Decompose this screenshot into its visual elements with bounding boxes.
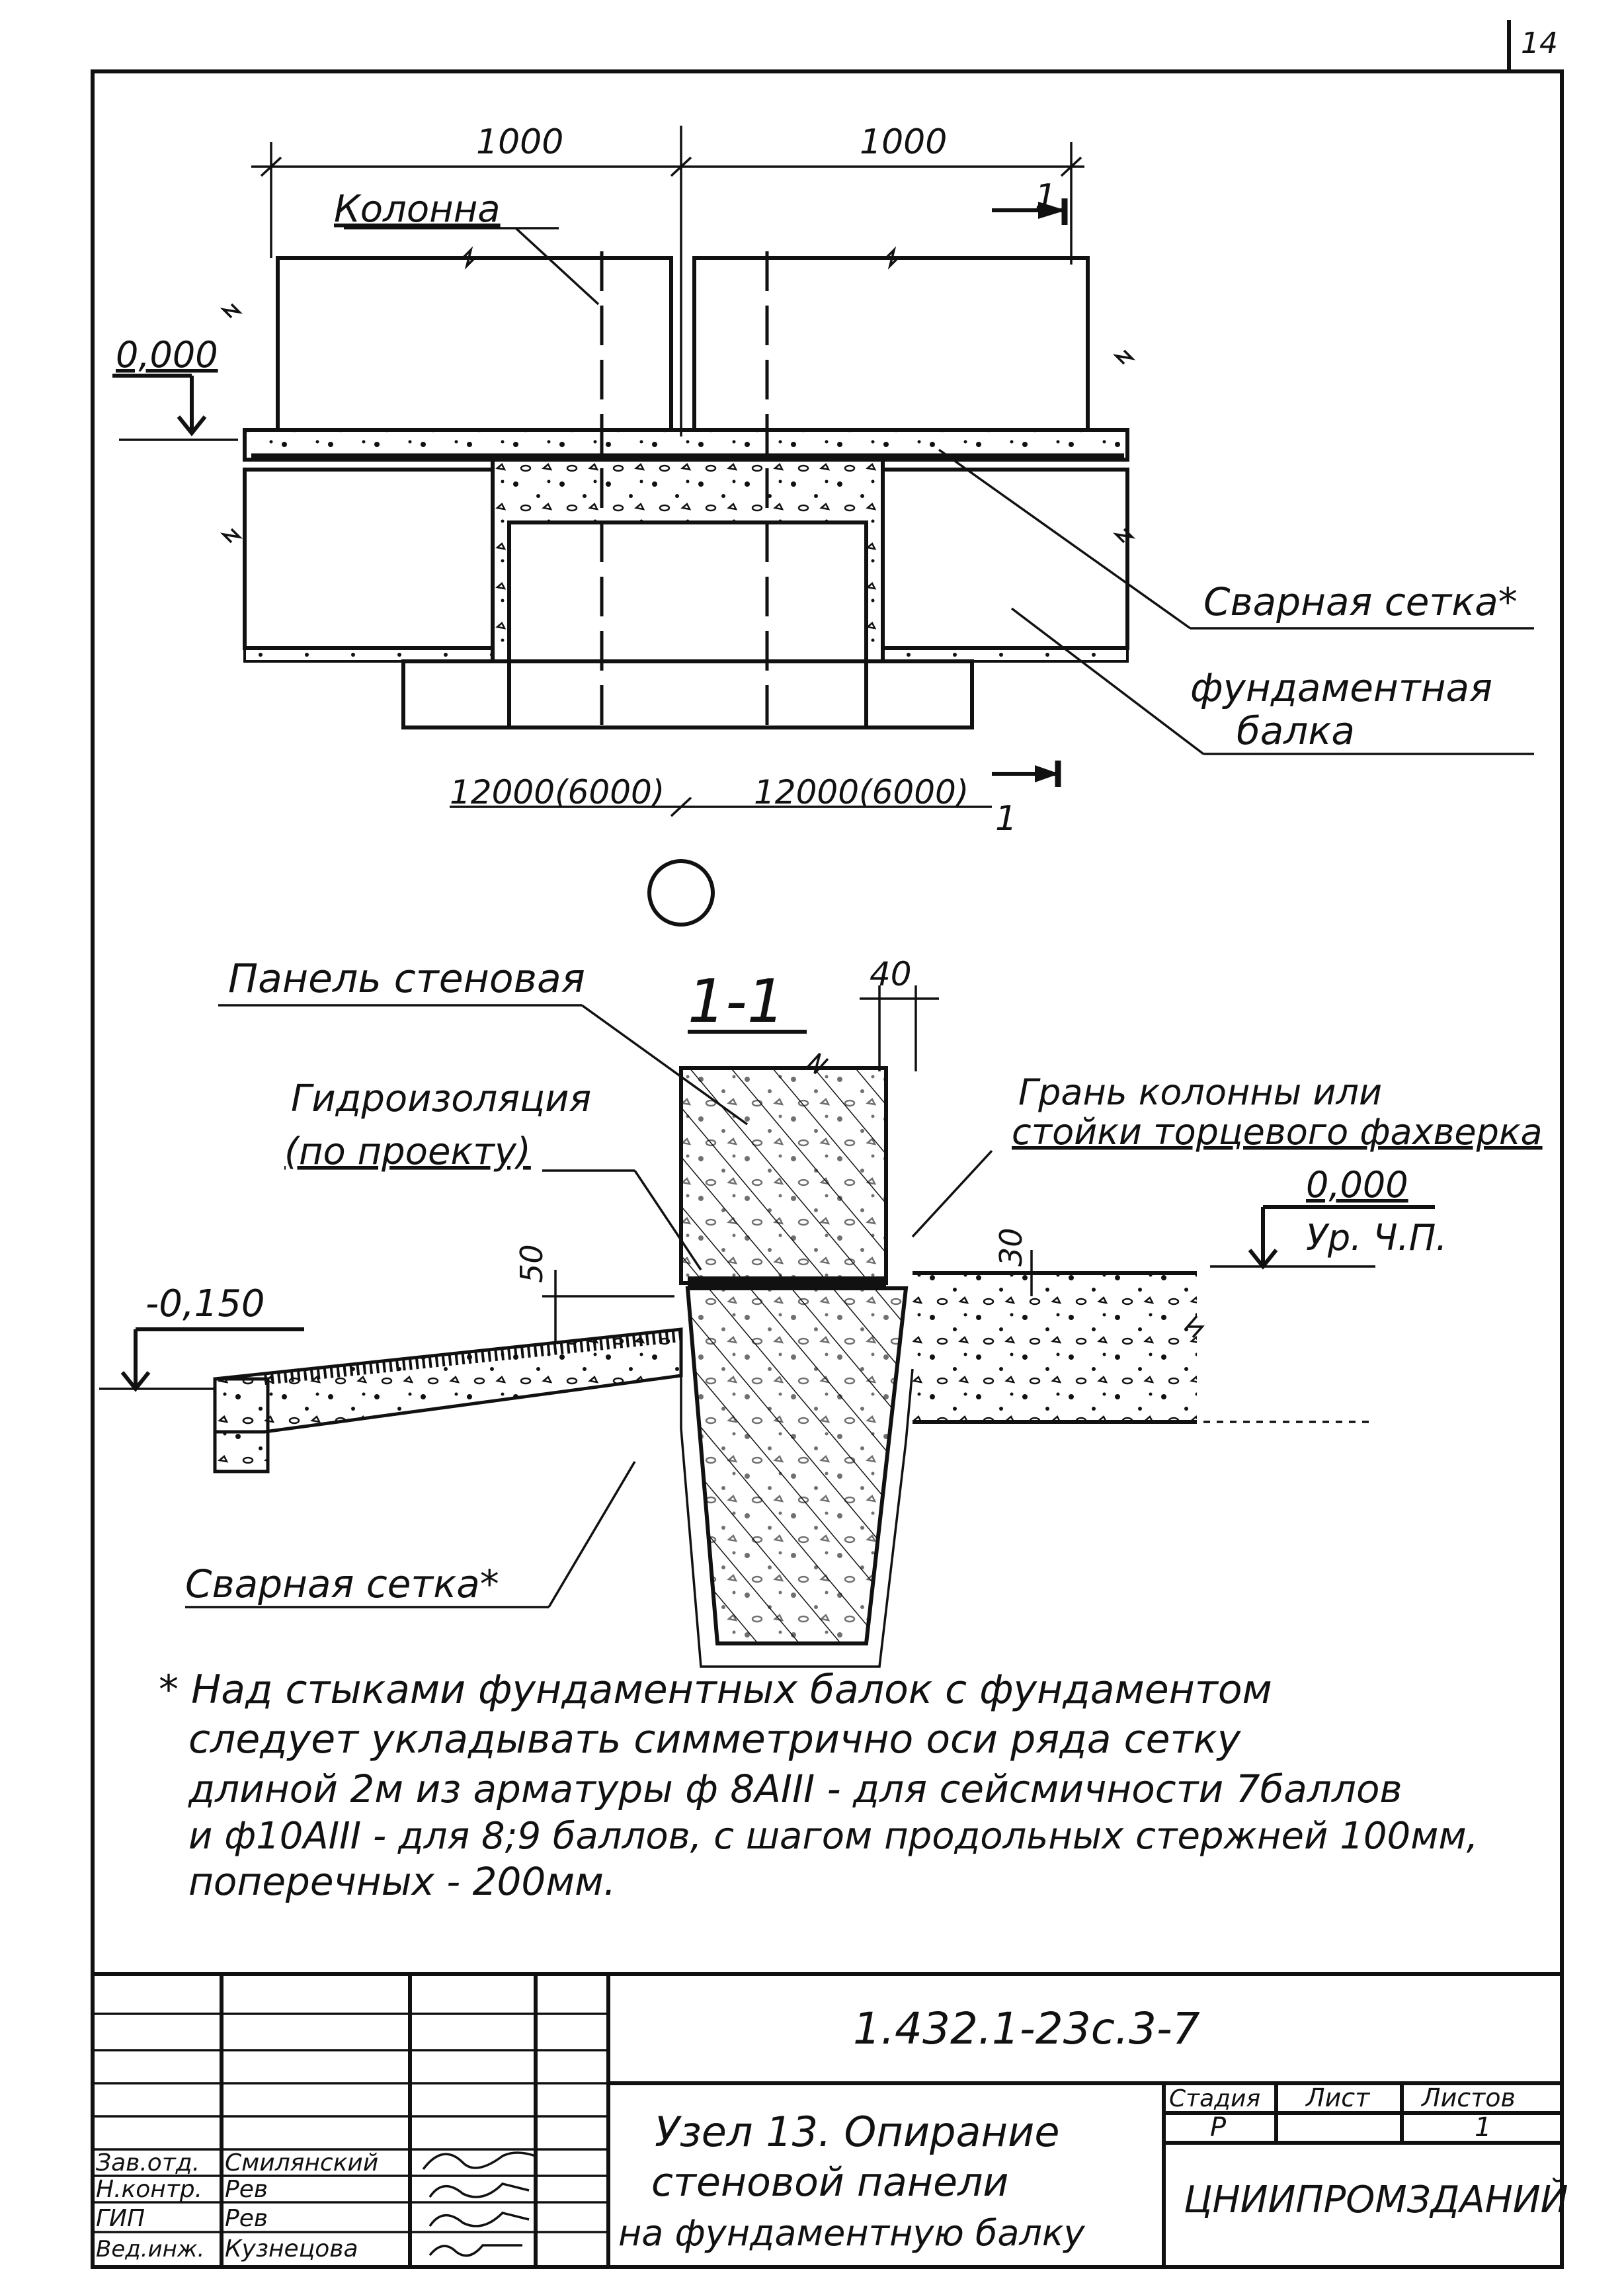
foundation-beam-left: [243, 468, 495, 650]
sig-role-4: Вед.инж.: [96, 2236, 204, 2262]
signature-1: [422, 2151, 536, 2171]
note-block: * Над стыками фундаментных балок с фунда…: [159, 1667, 1478, 1904]
axis-bubble: [647, 859, 715, 927]
foundation-beam-label-1: фундаментная: [1190, 665, 1492, 710]
signature-3: [428, 2212, 530, 2227]
note-line-3: длиной 2м из арматуры ф 8АIII - для сейс…: [188, 1766, 1402, 1811]
column-label: Колонна: [334, 188, 501, 231]
column-base: [507, 520, 868, 729]
title-line-1: Узел 13. Опирание: [655, 2108, 1060, 2156]
plan-view: 1000 1000 1 Колонна 0,000: [112, 122, 1534, 927]
excavation: [680, 1368, 914, 1668]
curb-stone: [213, 1377, 270, 1473]
plan-level-zero: 0,000: [116, 334, 218, 376]
sheets-value: 1: [1475, 2112, 1491, 2143]
head-stage: Стадия: [1169, 2085, 1260, 2112]
section-level-zero: 0,000: [1306, 1164, 1408, 1206]
dim-left-1000: 1000: [476, 122, 563, 162]
page-number: 14: [1521, 26, 1558, 60]
dim-30: 30: [993, 1227, 1029, 1266]
note-line-5: поперечных - 200мм.: [188, 1859, 616, 1904]
sig-role-2: Н.контр.: [96, 2176, 202, 2203]
organization: ЦНИИПРОМЗДАНИЙ: [1184, 2178, 1568, 2221]
level-minus: -0,150: [145, 1282, 265, 1325]
waterproofing-label-1: Гидроизоляция: [291, 1077, 591, 1120]
note-line-4: и ф10АIII - для 8;9 баллов, с шагом прод…: [188, 1815, 1478, 1858]
dim-right-1000: 1000: [860, 122, 947, 162]
foundation-beam-label-2: балка: [1237, 708, 1355, 753]
dim-50: 50: [514, 1244, 549, 1283]
head-sheets: Листов: [1420, 2083, 1516, 2112]
sig-name-1: Смилянский: [225, 2149, 378, 2177]
section-welded-mesh-label: Сварная сетка*: [185, 1561, 499, 1606]
wall-panel-right: [692, 256, 1090, 432]
wall-panel-label: Панель стеновая: [228, 956, 585, 1002]
note-line-2: следует укладывать симметрично оси ряда …: [188, 1716, 1242, 1763]
span-right: 12000(6000): [754, 773, 969, 811]
title-line-2: стеновой панели: [651, 2159, 1008, 2206]
span-left: 12000(6000): [450, 773, 665, 811]
dim-gap-40: 40: [870, 955, 912, 993]
sig-name-3: Рев: [225, 2205, 268, 2232]
signature-4: [428, 2244, 522, 2257]
waterproofing-label-2: (по проекту): [284, 1130, 531, 1173]
wall-panel-left: [276, 256, 673, 432]
waterproofing-strip: [688, 1276, 886, 1288]
section-title: 1-1: [688, 967, 785, 1036]
column-leader: [514, 227, 600, 306]
sig-role-3: ГИП: [96, 2205, 145, 2232]
section-view: 1-1 Панель стеновая 40 Гидроизоляция (по…: [99, 955, 1543, 1668]
floor-level-label: Ур. Ч.П.: [1306, 1217, 1447, 1259]
head-sheet: Лист: [1305, 2083, 1371, 2112]
sheet-frame: [91, 69, 1564, 2269]
signature-2: [428, 2182, 530, 2198]
floor-slab: [913, 1273, 1197, 1422]
section-mark-bottom: 1: [995, 799, 1017, 839]
sig-role-1: Зав.отд.: [96, 2149, 200, 2177]
column-face-label-1: Грань колонны или: [1018, 1071, 1382, 1113]
doc-code: 1.432.1-23с.3-7: [853, 2003, 1200, 2054]
sig-name-2: Рев: [225, 2176, 268, 2203]
note-line-1: * Над стыками фундаментных балок с фунда…: [159, 1667, 1272, 1713]
sig-name-4: Кузнецова: [225, 2235, 358, 2262]
stage-value: Р: [1210, 2112, 1227, 2143]
footing: [401, 659, 974, 729]
plan-welded-mesh-label: Сварная сетка*: [1203, 579, 1518, 624]
title-block: Зав.отд. Смилянский Н.контр. Рев ГИП Рев…: [93, 1972, 1568, 2267]
title-line-3: на фундаментную балку: [618, 2212, 1086, 2254]
column-face-label-2: стойки торцевого фахверка: [1012, 1111, 1543, 1153]
